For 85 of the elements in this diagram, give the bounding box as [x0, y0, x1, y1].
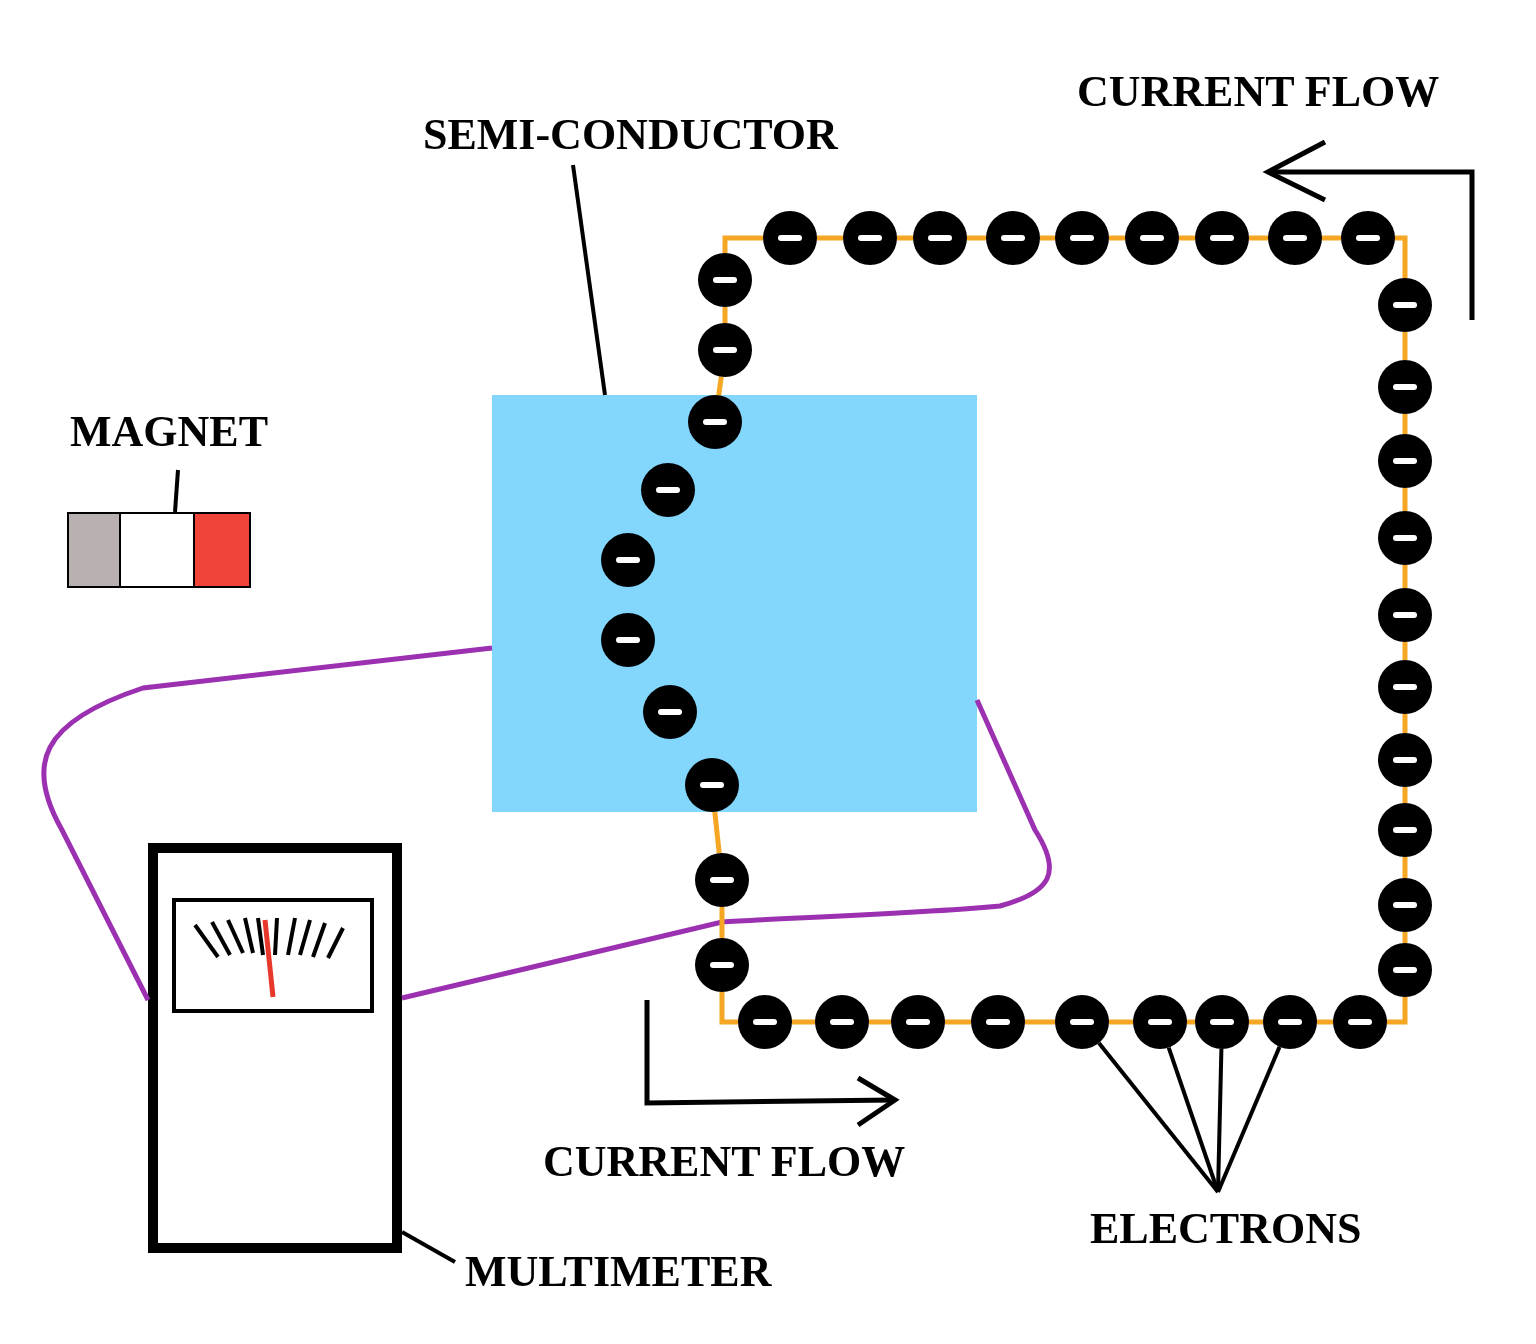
electron-symbol — [738, 995, 792, 1049]
connecting-wire — [1402, 932, 1408, 943]
leader-line — [401, 1230, 456, 1264]
connecting-wire — [1187, 1019, 1195, 1025]
callout-label: ELECTRONS — [1090, 1207, 1362, 1251]
electron-symbol — [1195, 211, 1249, 265]
connecting-wire — [897, 235, 913, 241]
connecting-wire — [945, 1019, 971, 1025]
electron-symbol — [601, 533, 655, 587]
leader-line — [571, 164, 607, 396]
connecting-wire — [1402, 642, 1408, 660]
electron-symbol — [1263, 995, 1317, 1049]
electron-symbol — [698, 323, 752, 377]
electron-symbol — [695, 938, 749, 992]
connecting-wire — [1402, 787, 1408, 803]
connecting-wire — [41, 645, 493, 1002]
connecting-wire — [1040, 235, 1055, 241]
connecting-wire — [712, 811, 722, 854]
electron-symbol — [1341, 211, 1395, 265]
connecting-wire — [1322, 235, 1341, 241]
connecting-wire — [1402, 565, 1408, 588]
connecting-wire — [1402, 857, 1408, 878]
connecting-wire — [817, 235, 843, 241]
electron-symbol — [1055, 211, 1109, 265]
connecting-wire — [1109, 1019, 1133, 1025]
connecting-wire — [869, 1019, 891, 1025]
connecting-wire — [1402, 488, 1408, 511]
callout-label: MAGNET — [70, 410, 268, 454]
connecting-wire — [1402, 332, 1408, 360]
electron-symbol — [971, 995, 1025, 1049]
multimeter-drawing — [148, 843, 402, 1253]
electron-symbol — [1378, 803, 1432, 857]
electron-symbol — [1378, 943, 1432, 997]
electron-symbol — [843, 211, 897, 265]
connecting-wire — [1402, 414, 1408, 434]
connecting-wire — [719, 907, 725, 938]
electron-symbol — [601, 613, 655, 667]
electron-symbol — [986, 211, 1040, 265]
connecting-wire — [1395, 235, 1408, 278]
electron-symbol — [1125, 211, 1179, 265]
electron-symbol — [913, 211, 967, 265]
electron-symbol — [763, 211, 817, 265]
connecting-wire — [1317, 1019, 1333, 1025]
semiconductor-block — [492, 395, 977, 812]
electron-symbol — [1333, 995, 1387, 1049]
electron-symbol — [1378, 360, 1432, 414]
electron-symbol — [891, 995, 945, 1049]
electron-symbol — [1378, 511, 1432, 565]
connecting-wire — [792, 1019, 815, 1025]
electron-symbol — [1378, 733, 1432, 787]
direction-label: CURRENT FLOW — [543, 1140, 906, 1184]
magnet-drawing — [67, 512, 251, 588]
callout-label: MULTIMETER — [465, 1250, 772, 1294]
connecting-wire — [719, 992, 738, 1025]
electron-symbol — [643, 685, 697, 739]
connecting-wire — [716, 376, 724, 396]
connecting-wire — [1387, 997, 1408, 1025]
electron-symbol — [1133, 995, 1187, 1049]
connecting-wire — [722, 307, 728, 323]
electron-symbol — [1378, 660, 1432, 714]
leader-line — [173, 469, 180, 513]
electron-symbol — [1378, 278, 1432, 332]
connecting-wire — [1249, 235, 1268, 241]
connecting-wire — [1402, 714, 1408, 733]
direction-label: CURRENT FLOW — [1077, 70, 1440, 114]
connecting-wire — [1109, 235, 1125, 241]
connecting-wire — [967, 235, 986, 241]
electron-symbol — [815, 995, 869, 1049]
connecting-wire — [1179, 235, 1195, 241]
leader-line — [1216, 1046, 1282, 1193]
electron-symbol — [1055, 995, 1109, 1049]
electron-symbol — [1195, 995, 1249, 1049]
electron-symbol — [698, 253, 752, 307]
electron-symbol — [641, 463, 695, 517]
connecting-wire — [722, 235, 763, 253]
electron-symbol — [1268, 211, 1322, 265]
connecting-wire — [401, 699, 1052, 1001]
electron-symbol — [1378, 878, 1432, 932]
callout-label: SEMI-CONDUCTOR — [423, 113, 838, 157]
leader-line — [1097, 1041, 1220, 1194]
connecting-wire — [1249, 1019, 1263, 1025]
electron-symbol — [1378, 588, 1432, 642]
electron-symbol — [695, 853, 749, 907]
connecting-wire — [1025, 1019, 1055, 1025]
electron-symbol — [1378, 434, 1432, 488]
